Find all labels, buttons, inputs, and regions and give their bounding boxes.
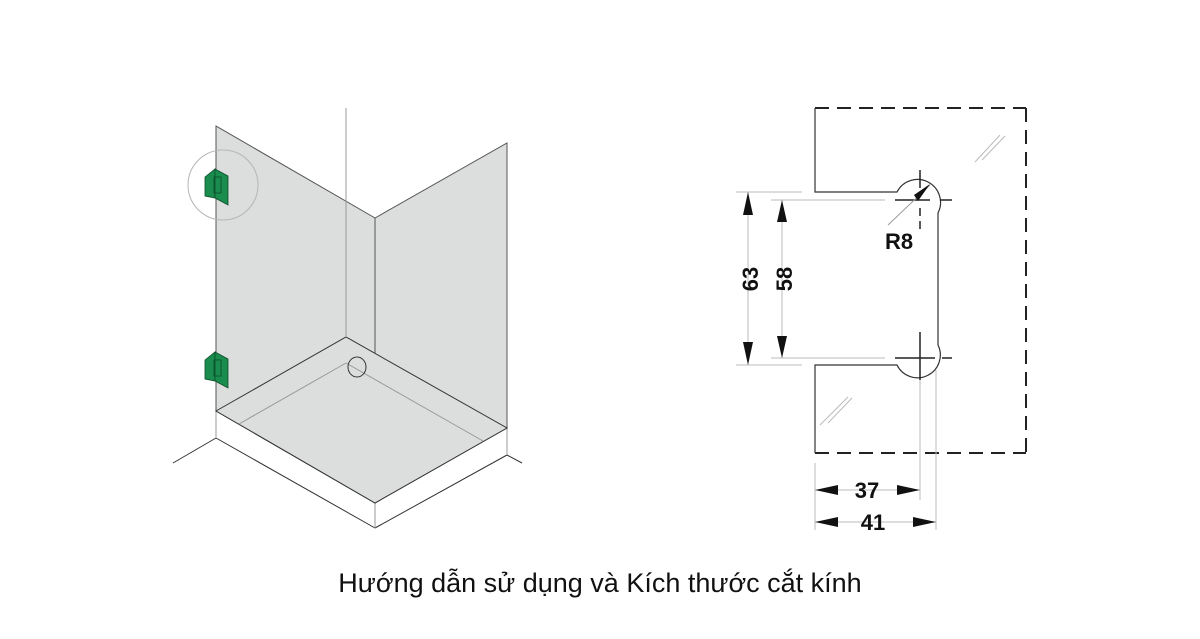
hinge-bottom-icon	[204, 351, 229, 389]
hinge-highlight-circle	[187, 149, 259, 221]
hinge-top-icon	[204, 168, 229, 206]
outer-height-label: 63	[738, 267, 763, 291]
shower-enclosure	[172, 108, 523, 529]
inner-height-label: 58	[772, 267, 797, 291]
inner-width-label: 37	[855, 478, 879, 503]
cutout-dimension-drawing: R8 63 58 37 41	[736, 107, 1027, 535]
figure-caption: Hướng dẫn sử dụng và Kích thước cắt kính	[338, 568, 862, 598]
radius-label: R8	[885, 229, 913, 254]
outer-width-label: 41	[861, 510, 885, 535]
